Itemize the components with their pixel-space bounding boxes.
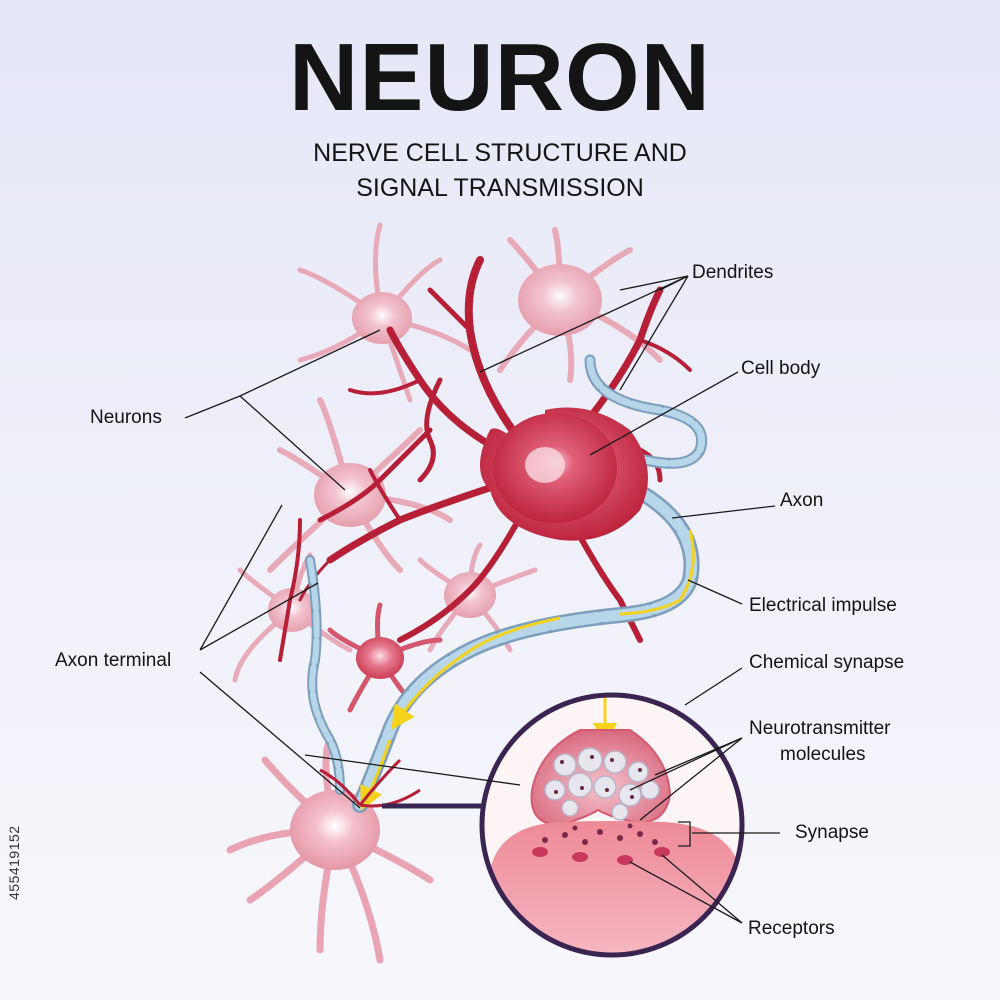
main-cell-body xyxy=(480,407,648,541)
postsynaptic-membrane xyxy=(490,821,740,955)
synapse-magnifier xyxy=(382,692,745,958)
stock-watermark-id: 455419152 xyxy=(6,825,22,900)
label-dendrites: Dendrites xyxy=(692,262,774,283)
label-axon-terminal: Axon terminal xyxy=(55,650,172,671)
label-axon: Axon xyxy=(780,490,824,511)
upper-axon-loop xyxy=(584,354,707,469)
vesicles xyxy=(544,747,660,821)
page-title: NEURON xyxy=(288,24,711,131)
label-cell-body: Cell body xyxy=(741,358,821,379)
subtitle-line-1: NERVE CELL STRUCTURE AND xyxy=(313,139,687,167)
label-neurotransmitter-line-1: Neurotransmitter xyxy=(749,718,891,739)
subtitle-line-2: SIGNAL TRANSMISSION xyxy=(356,174,644,202)
label-receptors: Receptors xyxy=(748,918,835,939)
label-chemical-synapse: Chemical synapse xyxy=(749,652,905,673)
leader-lines xyxy=(184,275,780,924)
label-synapse: Synapse xyxy=(795,822,869,843)
receptor-sites xyxy=(532,847,670,865)
label-neurotransmitter-line-2: molecules xyxy=(780,744,866,765)
background-neuron-lower-left xyxy=(232,552,353,683)
background-neuron-top-right xyxy=(497,227,663,383)
neurotransmitter-molecules xyxy=(542,823,658,845)
background-neuron-top-left xyxy=(297,222,473,403)
label-electrical-impulse: Electrical impulse xyxy=(749,595,897,616)
myelinated-axon xyxy=(352,487,700,813)
left-axon xyxy=(305,555,345,795)
label-neurons: Neurons xyxy=(90,407,162,428)
bottom-neuron xyxy=(226,736,434,964)
background-neuron-lower-center xyxy=(327,602,443,713)
background-neuron-lower-mid xyxy=(417,542,538,653)
page-subtitle: NERVE CELL STRUCTURE AND SIGNAL TRANSMIS… xyxy=(0,136,1000,206)
vesicle-dots xyxy=(554,755,642,799)
